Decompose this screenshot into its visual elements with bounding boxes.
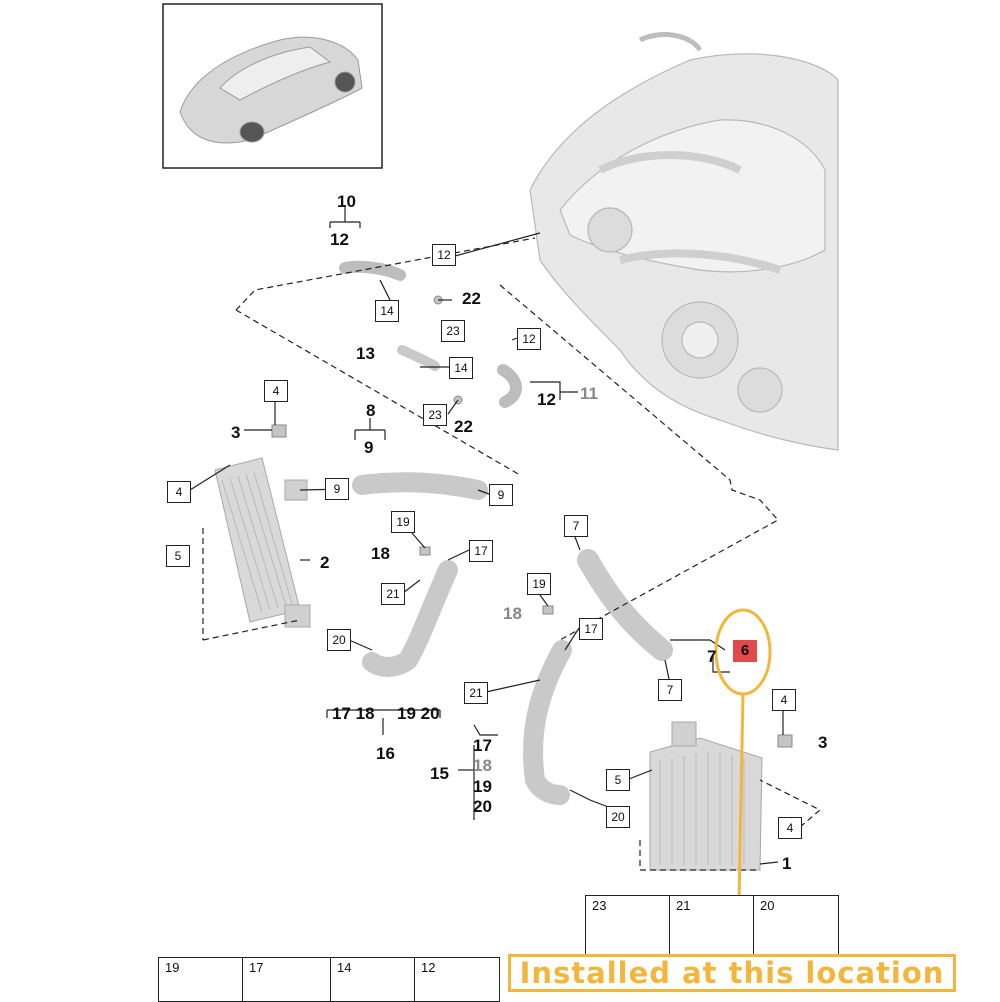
callout-box-b19b: 19: [527, 573, 551, 595]
part-table-cell-c19: 19: [158, 957, 244, 1002]
part-table-cell-label: 17: [249, 960, 264, 975]
part-table-cell-label: 21: [676, 898, 691, 913]
intercooler-left-icon: [214, 457, 311, 628]
callout-box-b14b: 14: [449, 357, 473, 379]
callout-box-b21a: 21: [381, 583, 405, 605]
callout-number-n12b: 12: [537, 390, 556, 409]
callout-number-n3b: 3: [818, 733, 828, 752]
callout-number-n19s: 19: [473, 777, 492, 796]
callout-box-b17b: 17: [579, 618, 603, 640]
callout-number-n18s: 18: [473, 756, 492, 775]
callout-number-n17s: 17: [473, 736, 492, 755]
highlighted-part-box-b6: 6: [733, 640, 757, 662]
callout-number-n1920: 19 20: [397, 704, 440, 723]
callout-number-n2: 2: [320, 553, 330, 572]
part-table-cell-label: 20: [760, 898, 775, 913]
callout-number-n13: 13: [356, 344, 375, 363]
callout-number-n11: 11: [580, 384, 598, 403]
callout-box-b9a: 9: [325, 478, 349, 500]
callout-number-n15: 15: [430, 764, 449, 783]
part-table-cell-c12: 12: [414, 957, 500, 1002]
part-table-cell-c20: 20: [753, 895, 839, 957]
callout-box-b14a: 14: [375, 300, 399, 322]
part-table-cell-c14: 14: [330, 957, 416, 1002]
callout-box-b5b: 5: [606, 769, 630, 791]
callout-box-b19a: 19: [391, 511, 415, 533]
callout-box-b7a: 7: [564, 515, 588, 537]
callout-box-b23a: 23: [441, 320, 465, 342]
callout-box-b17a: 17: [469, 540, 493, 562]
callout-box-b20a: 20: [327, 629, 351, 651]
callout-number-n1: 1: [782, 854, 792, 873]
callout-number-n1718: 17 18: [332, 704, 375, 723]
engine-block-icon: [529, 32, 839, 451]
callout-number-n9: 9: [364, 438, 374, 457]
callout-number-n8: 8: [366, 401, 376, 420]
part-table-cell-label: 19: [165, 960, 180, 975]
charge-air-hoses-icon: [339, 260, 673, 805]
callout-number-n12a: 12: [330, 230, 349, 249]
callout-number-n22b: 22: [454, 417, 473, 436]
installation-callout: Installed at this location: [508, 954, 956, 992]
part-table-cell-c23: 23: [585, 895, 671, 957]
callout-box-b20b: 20: [606, 806, 630, 828]
callout-number-n7: 7: [707, 647, 717, 666]
part-table-cell-label: 12: [421, 960, 436, 975]
callout-number-n22a: 22: [462, 289, 481, 308]
callout-box-b7b: 7: [658, 679, 682, 701]
callout-box-b23b: 23: [423, 404, 447, 426]
callout-box-b21b: 21: [464, 682, 488, 704]
callout-box-b12a: 12: [432, 244, 456, 266]
callout-box-b4c: 4: [772, 689, 796, 711]
part-table-cell-label: 23: [592, 898, 607, 913]
callout-number-n10: 10: [337, 192, 356, 211]
callout-number-n3a: 3: [231, 423, 241, 442]
callout-box-b4b: 4: [167, 481, 191, 503]
part-table-cell-c21: 21: [669, 895, 755, 957]
callout-box-b4a: 4: [264, 380, 288, 402]
vehicle-thumbnail-icon: [179, 36, 363, 144]
callout-box-b12b: 12: [517, 328, 541, 350]
callout-box-b9b: 9: [489, 484, 513, 506]
callout-box-b4d: 4: [778, 817, 802, 839]
callout-number-n20s: 20: [473, 797, 492, 816]
part-table-cell-c17: 17: [242, 957, 332, 1002]
callout-box-b5a: 5: [166, 545, 190, 567]
callout-number-n18a: 18: [371, 544, 390, 563]
part-table-cell-label: 14: [337, 960, 352, 975]
callout-number-n18b: 18: [503, 604, 522, 623]
intercooler-right-icon: [649, 721, 763, 871]
callout-number-n16: 16: [376, 744, 395, 763]
